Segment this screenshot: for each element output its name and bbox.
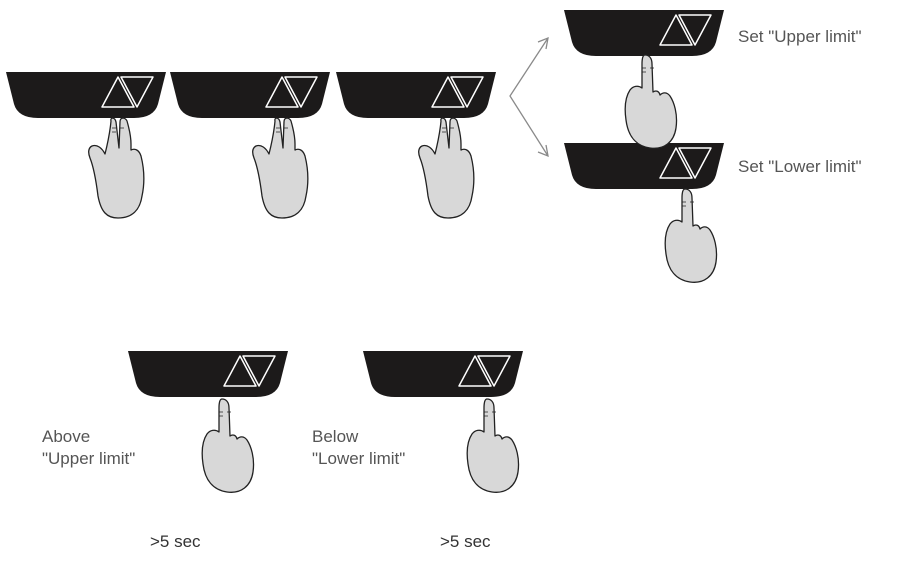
panel-lower: [564, 143, 724, 189]
set-upper-limit-label: Set "Upper limit": [738, 27, 862, 46]
set-lower-limit-label: Set "Lower limit": [738, 157, 862, 176]
upper-limit-label: "Upper limit": [42, 449, 136, 468]
one-finger-press-hand-icon: [624, 54, 678, 149]
two-finger-press-hand-icon: [418, 117, 475, 219]
down-triangle-button-icon[interactable]: [284, 76, 318, 108]
duration-left: >5 sec: [150, 532, 201, 551]
down-triangle-button-icon[interactable]: [450, 76, 484, 108]
panel-step-3: [336, 72, 496, 118]
lower-limit-label: "Lower limit": [312, 449, 406, 468]
two-finger-press-hand-icon: [252, 117, 309, 219]
panel-body: [6, 72, 166, 118]
panel-body: [564, 10, 724, 56]
panel-step-2: [170, 72, 330, 118]
down-triangle-button-icon[interactable]: [242, 355, 276, 387]
down-triangle-button-icon[interactable]: [120, 76, 154, 108]
one-finger-press-hand-icon: [466, 398, 520, 493]
panel-body: [363, 351, 523, 397]
down-triangle-button-icon[interactable]: [477, 355, 511, 387]
down-triangle-button-icon[interactable]: [678, 147, 712, 179]
up-triangle-button-icon[interactable]: [458, 355, 492, 387]
up-triangle-button-icon[interactable]: [265, 76, 299, 108]
panel-above: [128, 351, 288, 397]
panel-upper: [564, 10, 724, 56]
duration-right: >5 sec: [440, 532, 491, 551]
up-triangle-button-icon[interactable]: [101, 76, 135, 108]
up-triangle-button-icon[interactable]: [223, 355, 257, 387]
above-label: Above: [42, 427, 91, 446]
below-label: Below: [312, 427, 359, 446]
panel-body: [564, 143, 724, 189]
up-triangle-button-icon[interactable]: [659, 14, 693, 46]
panel-below: [363, 351, 523, 397]
branch-arrow-icon: [509, 36, 549, 158]
panel-body: [128, 351, 288, 397]
up-triangle-button-icon[interactable]: [659, 147, 693, 179]
one-finger-press-hand-icon: [201, 398, 255, 493]
up-triangle-button-icon[interactable]: [431, 76, 465, 108]
panel-body: [170, 72, 330, 118]
panel-body: [336, 72, 496, 118]
one-finger-press-hand-icon: [664, 188, 718, 283]
panel-step-1: [6, 72, 166, 118]
two-finger-press-hand-icon: [88, 117, 145, 219]
down-triangle-button-icon[interactable]: [678, 14, 712, 46]
